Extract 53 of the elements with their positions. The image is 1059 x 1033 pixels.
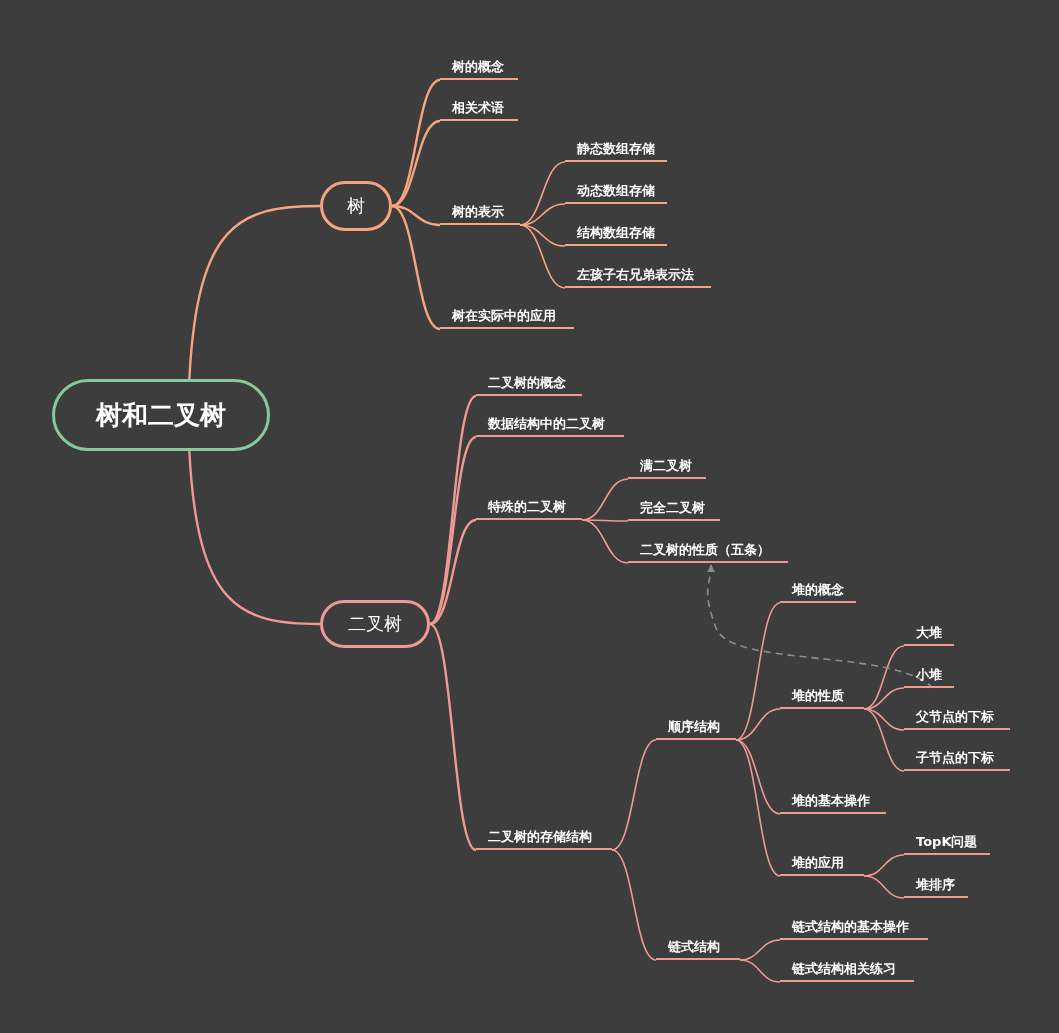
subtopic: 顺序结构 <box>656 715 736 740</box>
connector-line <box>519 224 566 247</box>
subtopic: 链式结构的基本操作 <box>780 915 928 940</box>
subtopic: 相关术语 <box>440 96 518 121</box>
connector-line <box>735 708 781 741</box>
connector-line <box>735 602 781 741</box>
connector-line <box>611 739 657 851</box>
connector-line <box>611 849 657 961</box>
subtopic: 堆的概念 <box>780 578 856 603</box>
subtopic: 树在实际中的应用 <box>440 304 574 329</box>
subtopic: 堆的应用 <box>780 851 864 876</box>
subtopic: 堆的性质 <box>780 684 864 709</box>
subtopic: 堆的基本操作 <box>780 789 886 814</box>
dashed-arrow <box>706 564 934 689</box>
subtopic: 结构数组存储 <box>565 221 667 246</box>
connector-line <box>429 395 477 625</box>
subtopic: 二叉树的性质（五条） <box>628 538 788 563</box>
subtopic: 树的概念 <box>440 55 518 80</box>
subtopic: 左孩子右兄弟表示法 <box>565 263 711 288</box>
subtopic: 特殊的二叉树 <box>476 495 582 520</box>
subtopic: 静态数组存储 <box>565 137 667 162</box>
subtopic: 堆排序 <box>904 873 968 898</box>
subtopic: 链式结构相关练习 <box>780 957 914 982</box>
subtopic: 动态数组存储 <box>565 179 667 204</box>
connector-line <box>391 119 441 208</box>
connector-line <box>863 875 905 899</box>
connector-line <box>863 708 905 772</box>
connector-line <box>429 436 477 625</box>
connector-line <box>188 204 321 380</box>
connector-line <box>519 224 566 289</box>
main-topic: 树 <box>320 181 392 231</box>
subtopic: 二叉树的概念 <box>476 371 582 396</box>
subtopic: TopK问题 <box>904 830 990 855</box>
subtopic: 树的表示 <box>440 200 520 225</box>
connector-line <box>863 708 905 731</box>
subtopic: 子节点的下标 <box>904 746 1010 771</box>
subtopic: 完全二叉树 <box>628 496 720 521</box>
connector-line <box>188 450 321 626</box>
subtopic: 大堆 <box>904 621 954 646</box>
subtopic: 数据结构中的二叉树 <box>476 412 624 437</box>
connector-line <box>429 518 477 626</box>
subtopic: 父节点的下标 <box>904 705 1010 730</box>
connector-line <box>429 623 477 851</box>
central-topic: 树和二叉树 <box>52 379 270 451</box>
subtopic: 满二叉树 <box>628 454 706 479</box>
subtopic: 二叉树的存储结构 <box>476 825 612 850</box>
subtopic: 链式结构 <box>656 935 740 960</box>
subtopic: 小堆 <box>904 663 954 688</box>
connector-line <box>735 739 781 877</box>
main-topic: 二叉树 <box>320 600 430 648</box>
connector-line <box>581 519 629 564</box>
connector-line <box>739 959 781 983</box>
connector-line <box>391 204 441 331</box>
